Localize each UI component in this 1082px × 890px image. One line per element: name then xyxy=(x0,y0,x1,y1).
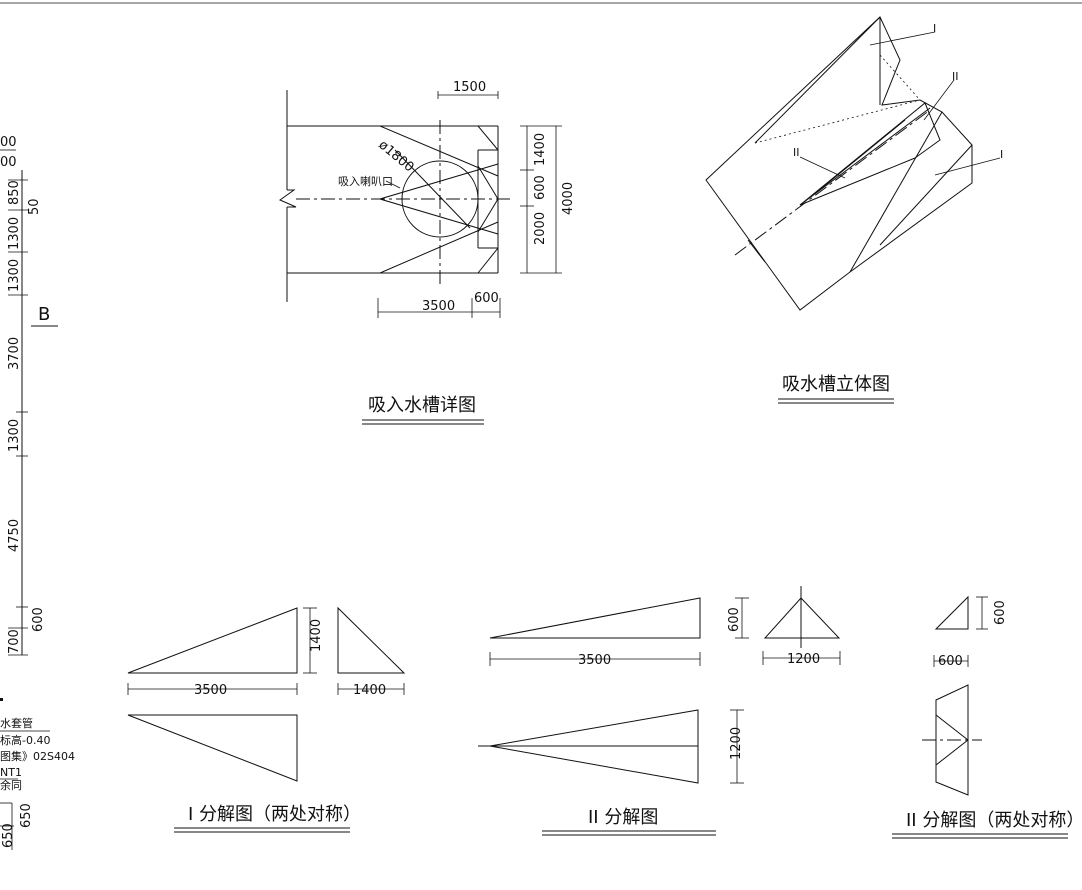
exp2-dim-600: 600 xyxy=(727,607,742,632)
detail-dim-600b: 600 xyxy=(474,291,499,306)
left-dim-850: 850 xyxy=(7,180,22,205)
exp1-dim-3500: 3500 xyxy=(194,683,227,698)
detail-dim-1400: 1400 xyxy=(533,133,548,166)
left-dim-50: 50 xyxy=(27,198,42,215)
exploded-view-i: 1400 3500 1400 I 分解图（两处对称） xyxy=(127,606,406,833)
detail-dia: ø1800 xyxy=(375,138,416,176)
detail-dim-3500: 3500 xyxy=(422,299,455,314)
exp3-title: II 分解图（两处对称） xyxy=(906,810,1082,831)
left-dim-3700: 3700 xyxy=(7,337,22,370)
exploded-view-ii: 600 3500 1200 1200 II 分解图 xyxy=(478,586,841,836)
iso-tag-i2: I xyxy=(1000,148,1003,161)
detail-dim-4000: 4000 xyxy=(561,182,576,215)
left-label-b: B xyxy=(38,304,50,325)
left-dim-1300b: 1300 xyxy=(7,259,22,292)
iso-tag-ii1: II xyxy=(952,70,959,83)
left-note-3: 图集》02S404 xyxy=(0,749,75,763)
left-note-4: NT1 xyxy=(0,766,22,779)
detail-dim-600: 600 xyxy=(533,175,548,200)
exp2-dim-1200a: 1200 xyxy=(787,652,820,667)
left-note-2: 标高-0.40 xyxy=(0,733,50,747)
left-strip: 00 00 850 50 1300 1300 B 3700 1300 4750 … xyxy=(0,135,75,850)
left-dim-600: 600 xyxy=(31,607,46,632)
exp3-dim-600b: 600 xyxy=(938,654,963,669)
left-note-1: 水套管 xyxy=(0,716,33,730)
iso-title: 吸水槽立体图 xyxy=(782,374,890,395)
left-note-5: 余同 xyxy=(0,778,22,792)
left-dim-00b: 00 xyxy=(0,155,17,170)
left-dim-00a: 00 xyxy=(0,135,17,150)
exploded-view-ii-mirror: 600 600 II 分解图（两处对称） xyxy=(892,595,1082,839)
exp1-title: I 分解图（两处对称） xyxy=(188,804,361,825)
exp2-title: II 分解图 xyxy=(588,807,658,828)
left-dim-650b: 650 xyxy=(1,823,16,848)
detail-plan: ø1800 吸入喇叭口 1500 1400 600 2000 4000 3500… xyxy=(278,80,576,425)
detail-inlet-label: 吸入喇叭口 xyxy=(338,174,393,188)
left-dim-700: 700 xyxy=(7,629,22,654)
exp1-dim-1400b: 1400 xyxy=(353,683,386,698)
exp2-dim-3500: 3500 xyxy=(578,653,611,668)
left-dim-1300c: 1300 xyxy=(7,419,22,452)
left-dim-650a: 650 xyxy=(19,803,34,828)
left-dim-4750: 4750 xyxy=(7,519,22,552)
iso-tag-i1: I xyxy=(933,22,936,35)
detail-dim-1500: 1500 xyxy=(453,80,486,95)
iso-tag-ii2: II xyxy=(793,146,800,159)
exp2-dim-1200b: 1200 xyxy=(729,727,744,760)
detail-title: 吸入水槽详图 xyxy=(368,395,476,416)
isometric-view: I II II I 吸水槽立体图 xyxy=(705,16,1003,404)
left-dim-1300a: 1300 xyxy=(7,217,22,250)
exp3-dim-600a: 600 xyxy=(993,600,1008,625)
exp1-dim-1400a: 1400 xyxy=(309,619,324,652)
detail-dim-2000: 2000 xyxy=(533,212,548,245)
